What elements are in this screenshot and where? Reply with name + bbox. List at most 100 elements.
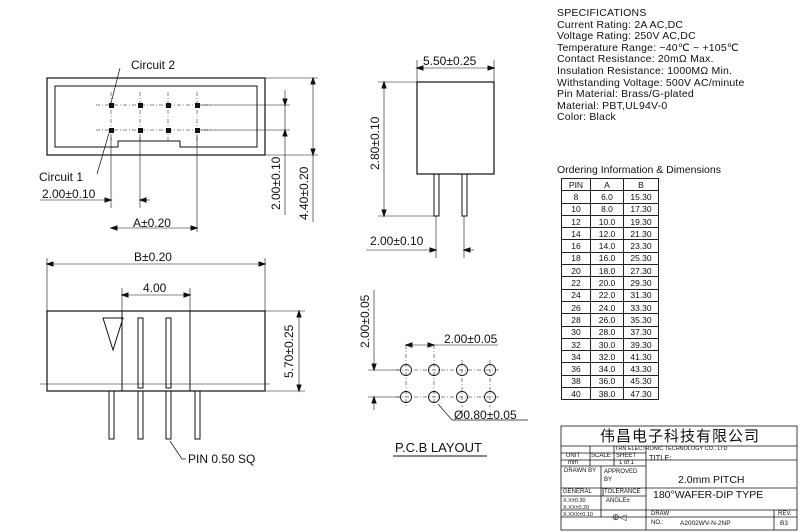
pcb-vertical-pitch: 2.00±0.05 <box>358 294 372 348</box>
cell-b: 21.30 <box>623 227 659 241</box>
drawing-title-line1: 2.0mm PITCH <box>678 474 745 486</box>
cell-b: 35.30 <box>623 313 659 327</box>
ordering-title: Ordering Information & Dimensions <box>557 164 721 176</box>
tolerance-1: X.X±0.30 <box>563 498 586 504</box>
spec-line: Material: PBT,UL94V-0 <box>557 99 668 112</box>
cell-a: 26.0 <box>590 313 624 327</box>
side-view <box>366 60 496 258</box>
cell-b: 47.30 <box>623 387 659 401</box>
col-a: A <box>590 177 624 192</box>
pcb-hole-dia: Ø0.80±0.05 <box>454 408 517 422</box>
table-header-row: PIN A B <box>561 177 659 192</box>
cell-a: 38.0 <box>590 387 624 401</box>
title-label: TITLE: <box>649 453 672 462</box>
unit-label: UNIT <box>566 453 580 459</box>
cell-a: 30.0 <box>590 337 624 352</box>
cell-a: 36.0 <box>590 374 624 389</box>
cell-b: 23.30 <box>623 239 659 253</box>
cell-b: 33.30 <box>623 300 659 315</box>
cell-pin: 16 <box>561 239 591 253</box>
cell-b: 15.30 <box>623 190 659 204</box>
front-view <box>40 258 305 460</box>
cell-a: 18.0 <box>590 264 624 278</box>
pcb-layout-title: P.C.B LAYOUT <box>395 440 482 455</box>
spec-line: Temperature Range: −40℃ ~ +105℃ <box>557 41 739 54</box>
general-label: GENERAL <box>563 489 592 495</box>
cell-b: 17.30 <box>623 202 659 216</box>
rev-label: REV. <box>778 511 792 517</box>
circuit2-label: Circuit 2 <box>131 58 176 72</box>
cell-b: 29.30 <box>623 276 659 290</box>
tolerance-2: X.XX±0.20 <box>563 505 590 511</box>
dim-5-70-vertical: 5.70±0.25 <box>282 324 296 378</box>
cell-b: 37.30 <box>623 325 659 339</box>
projection-icon: ⊕◁ <box>612 512 627 522</box>
dim-5-50: 5.50±0.25 <box>423 54 477 68</box>
cell-pin: 24 <box>561 288 591 302</box>
cell-a: 14.0 <box>590 239 624 253</box>
rev-value: B3 <box>780 520 788 527</box>
draw-no-label: NO.: <box>651 520 664 526</box>
draw-number: A2002WV-N-2NP <box>680 520 731 527</box>
cell-a: 12.0 <box>590 227 624 241</box>
specifications-block: SPECIFICATIONS Current Rating: 2A AC,DC … <box>557 7 745 124</box>
cell-a: 6.0 <box>590 190 624 204</box>
cell-b: 39.30 <box>623 337 659 352</box>
dim-2-00-vertical: 2.00±0.10 <box>269 156 283 210</box>
cell-pin: 8 <box>561 190 591 204</box>
cell-pin: 36 <box>561 362 591 376</box>
top-view-pin-grid <box>109 103 200 133</box>
cell-b: 25.30 <box>623 251 659 266</box>
cell-pin: 30 <box>561 325 591 339</box>
scale-label: SCALE <box>591 453 611 459</box>
dim-b: B±0.20 <box>134 250 172 264</box>
cell-a: 16.0 <box>590 251 624 266</box>
cell-a: 20.0 <box>590 276 624 290</box>
cell-a: 10.0 <box>590 214 624 229</box>
dim-4-40-vertical: 4.40±0.20 <box>297 166 311 220</box>
angle-label: ANGLE± <box>606 498 630 504</box>
cell-pin: 34 <box>561 350 591 364</box>
cell-a: 34.0 <box>590 362 624 376</box>
pcb-horizontal-pitch: 2.00±0.05 <box>444 332 498 346</box>
circuit1-label: Circuit 1 <box>39 170 84 184</box>
cell-pin: 22 <box>561 276 591 290</box>
cell-b: 43.30 <box>623 362 659 376</box>
spec-line: Withstanding Voltage: 500V AC/minute <box>557 76 745 89</box>
dim-side-pitch: 2.00±0.10 <box>370 234 424 248</box>
dim-a: A±0.20 <box>133 216 171 230</box>
cell-b: 45.30 <box>623 374 659 389</box>
specifications-title: SPECIFICATIONS <box>557 7 647 19</box>
spec-line: Voltage Rating: 250V AC,DC <box>557 30 696 43</box>
cell-pin: 20 <box>561 264 591 278</box>
cell-pin: 12 <box>561 214 591 229</box>
tolerance-label: TOLERANCE <box>604 489 641 495</box>
drawn-by-label: DRAWN BY <box>564 468 597 474</box>
spec-line: Color: Black <box>557 111 617 124</box>
spec-line: Pin Material: Brass/G-plated <box>557 88 694 101</box>
cell-pin: 26 <box>561 300 591 315</box>
cell-b: 19.30 <box>623 214 659 229</box>
dim-4-00: 4.00 <box>143 281 167 295</box>
cell-pin: 38 <box>561 374 591 389</box>
pin-size-label: PIN 0.50 SQ <box>188 452 256 466</box>
drawing-title-line2: 180°WAFER-DIP TYPE <box>653 489 764 501</box>
dim-pitch-top: 2.00±0.10 <box>42 187 96 201</box>
cell-b: 31.30 <box>623 288 659 302</box>
